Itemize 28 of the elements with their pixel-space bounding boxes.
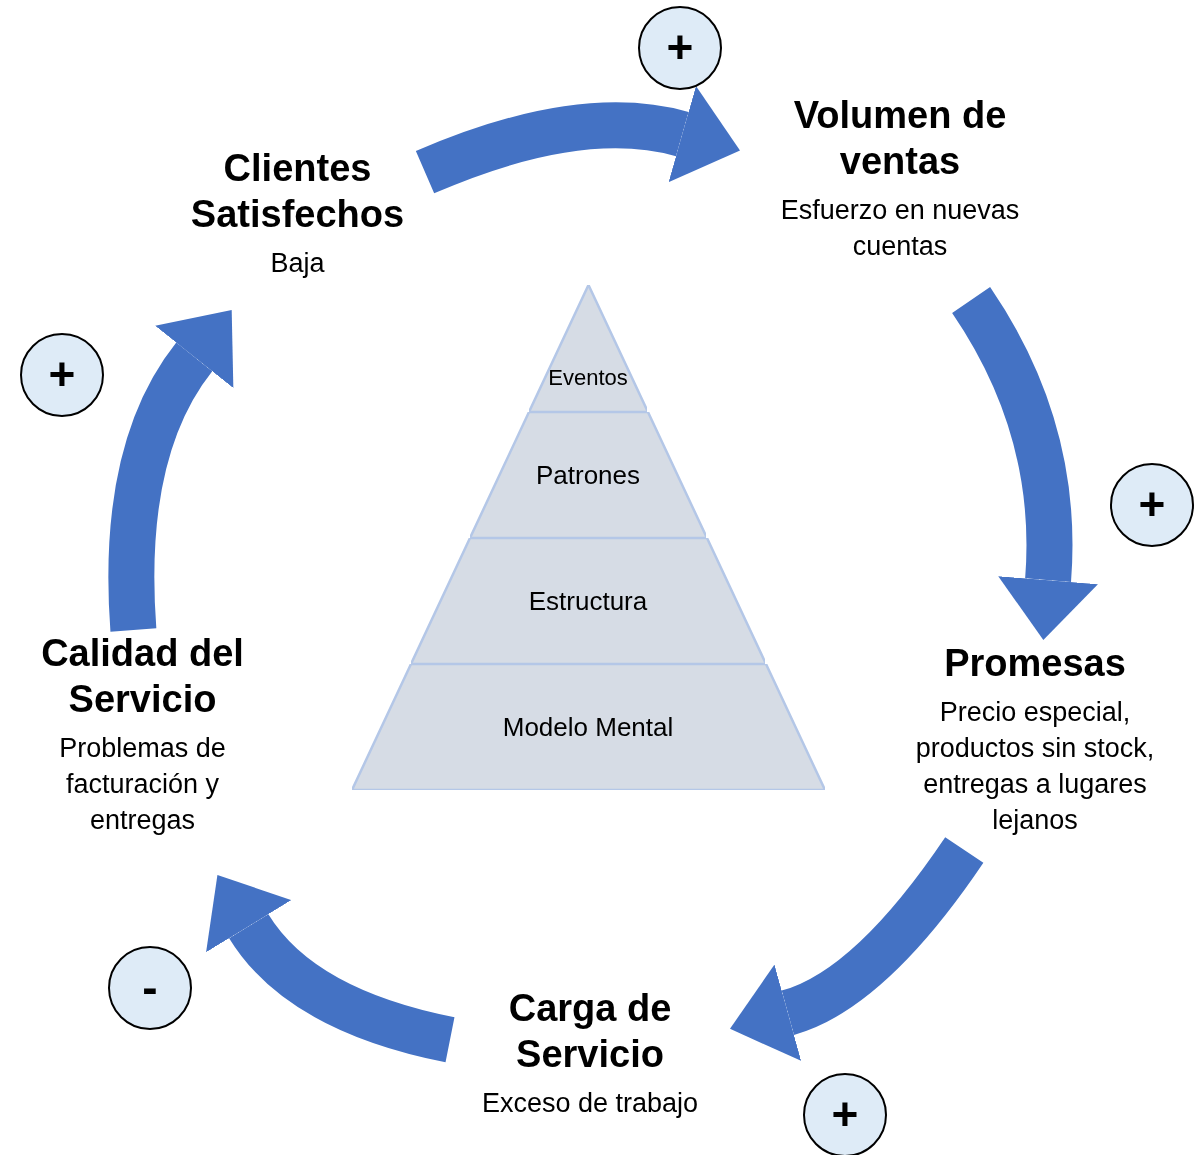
level-label: Eventos xyxy=(547,364,629,392)
node-title: Carga de Servicio xyxy=(507,986,673,1077)
pyramid-level xyxy=(410,538,766,664)
polarity-sign: - xyxy=(108,946,192,1030)
polarity-sign: + xyxy=(638,6,722,90)
node-description: Esfuerzo en nuevas cuentas xyxy=(779,194,1021,263)
arrow xyxy=(730,836,984,1061)
node-title: Volumen de ventas xyxy=(792,93,1008,184)
polarity-sign: + xyxy=(20,333,104,417)
level-label: Modelo Mental xyxy=(501,712,675,742)
arrow xyxy=(416,85,741,194)
arrow xyxy=(108,308,235,632)
level-label: Estructura xyxy=(527,586,649,616)
pyramid-level xyxy=(528,285,648,412)
node-description: Precio especial, productos sin stock, entregas a lugares lejanos xyxy=(914,696,1156,837)
node-title: Promesas xyxy=(943,641,1127,686)
pyramid-level xyxy=(351,664,825,790)
node-description: Exceso de trabajo xyxy=(480,1087,700,1120)
polarity-sign: + xyxy=(1110,463,1194,547)
pyramid-level xyxy=(469,412,707,538)
arrow xyxy=(207,876,455,1063)
node-description: Baja xyxy=(269,247,326,280)
node-title: Clientes Satisfechos xyxy=(189,146,406,237)
polarity-sign: + xyxy=(803,1073,887,1155)
arrow xyxy=(951,287,1098,641)
node-description: Problemas de facturación y entregas xyxy=(58,732,227,837)
level-label: Patrones xyxy=(534,460,642,490)
node-title: Calidad del Servicio xyxy=(40,631,245,722)
